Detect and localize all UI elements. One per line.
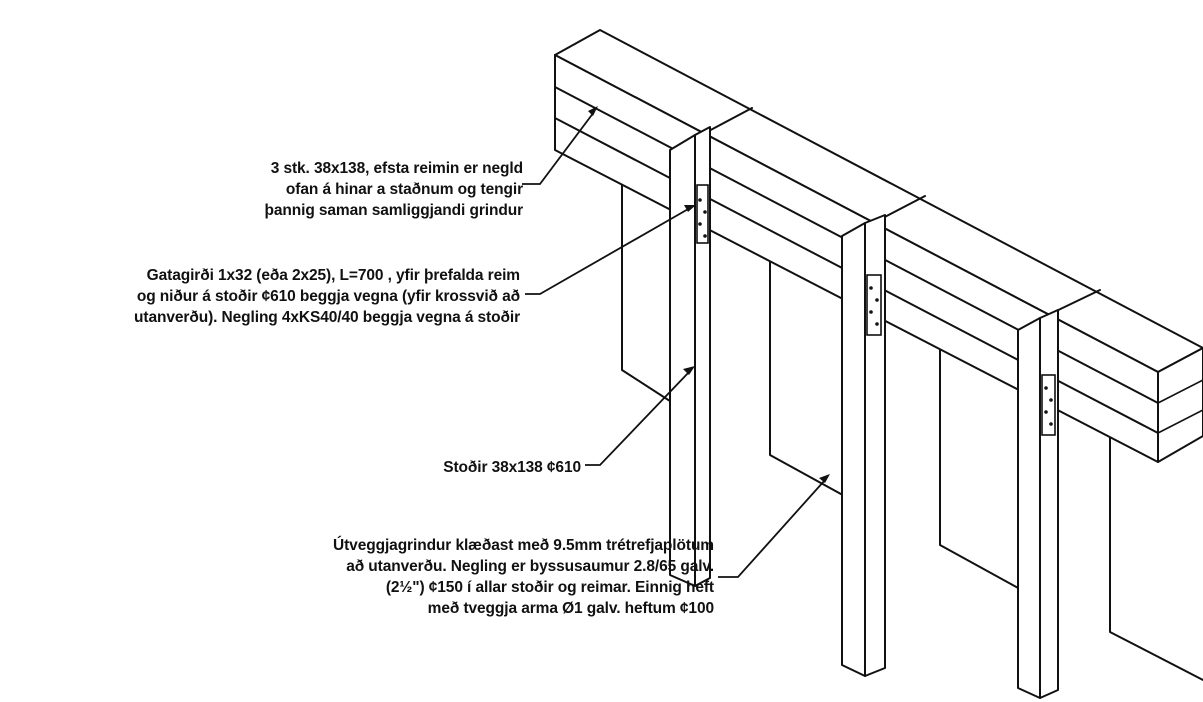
leader-lines: [522, 106, 830, 578]
label-top-plates-line-3: þannig saman samliggjandi grindur: [264, 202, 523, 219]
label-studs: Stoðir 38x138 ¢610: [443, 457, 581, 478]
gusset-plates: [696, 184, 1056, 436]
label-gusset-line-3: utanverðu). Negling 4xKS40/40 beggja veg…: [134, 309, 520, 326]
label-sheathing-line-4: með tveggja arma Ø1 galv. heftum ¢100: [427, 600, 714, 617]
label-top-plates-line-2: ofan á hinar a staðnum og tengir: [285, 181, 523, 198]
label-sheathing-line-1: Útveggjagrindur klæðast með 9.5mm trétre…: [333, 537, 714, 554]
label-studs-line-1: Stoðir 38x138 ¢610: [443, 459, 581, 476]
studs: [669, 126, 1059, 699]
label-sheathing-line-2: að utanverðu. Negling er byssusaumur 2.8…: [346, 558, 714, 575]
label-gusset-line-1: Gatagirði 1x32 (eða 2x25), L=700 , yfir …: [146, 267, 520, 284]
label-gusset: Gatagirði 1x32 (eða 2x25), L=700 , yfir …: [134, 265, 520, 328]
label-top-plates-line-1: 3 stk. 38x138, efsta reimin er negld: [270, 160, 523, 177]
label-top-plates: 3 stk. 38x138, efsta reimin er negld ofa…: [264, 158, 523, 221]
label-gusset-line-2: og niður á stoðir ¢610 beggja vegna (yfi…: [136, 288, 520, 305]
label-sheathing: Útveggjagrindur klæðast með 9.5mm trétre…: [333, 535, 714, 619]
label-sheathing-line-3: (2½") ¢150 í allar stoðir og reimar. Ein…: [385, 579, 714, 596]
